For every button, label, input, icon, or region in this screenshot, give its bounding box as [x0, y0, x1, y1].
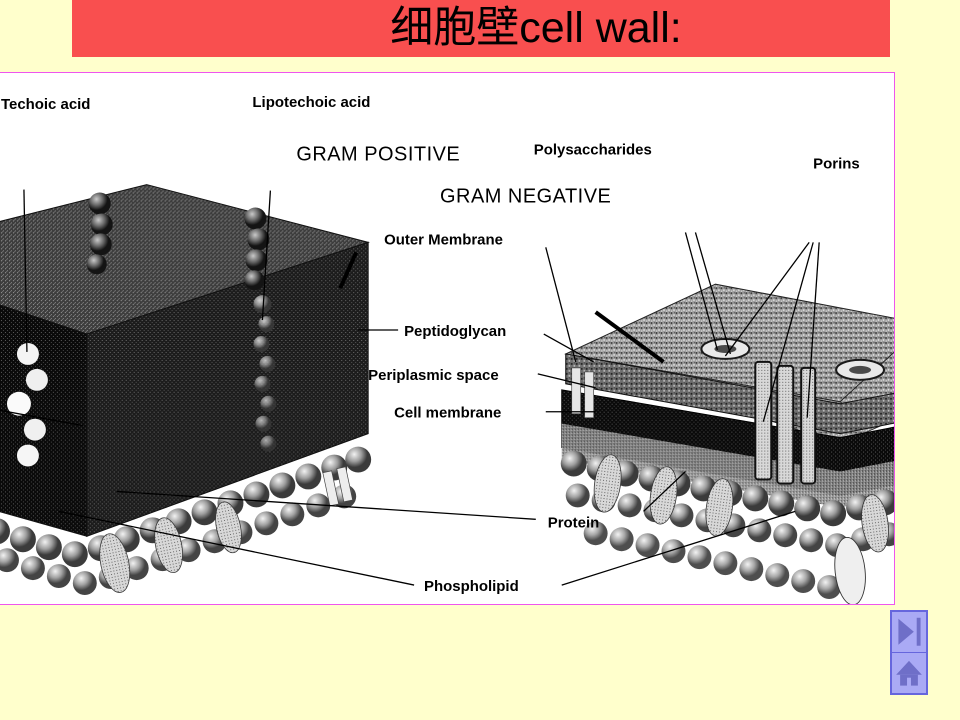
gram-positive-membrane-proteins — [99, 466, 354, 593]
home-icon — [896, 660, 922, 687]
label-outer-membrane: Outer Membrane — [384, 231, 503, 248]
gram-negative-membrane-proteins — [571, 367, 889, 604]
label-periplasmic-space: Periplasmic space — [368, 367, 498, 384]
next-slide-button[interactable] — [892, 612, 926, 653]
gram-positive-cell-membrane — [0, 446, 372, 596]
heading-gram-negative: GRAM NEGATIVE — [440, 186, 611, 208]
label-phospholipid: Phospholipid — [424, 578, 519, 595]
next-slide-icon — [898, 617, 921, 646]
diagram-label-texts: Techoic acid Lipotechoic acid GRAM POSIT… — [1, 94, 860, 595]
gram-negative-block — [560, 283, 894, 604]
gram-positive-block — [0, 184, 372, 596]
leader-lines — [0, 189, 820, 586]
lipotechoic-acid-chain — [253, 295, 277, 452]
page-title: 细胞壁cell wall: — [390, 4, 682, 52]
cell-wall-diagram-graphic: Techoic acid Lipotechoic acid GRAM POSIT… — [0, 73, 894, 604]
label-lipotechoic-acid: Lipotechoic acid — [252, 94, 370, 111]
home-button[interactable] — [892, 652, 926, 693]
techoic-acid-chains — [86, 192, 270, 291]
label-porins: Porins — [813, 156, 860, 173]
cell-wall-diagram: Techoic acid Lipotechoic acid GRAM POSIT… — [0, 72, 895, 605]
label-peptidoglycan: Peptidoglycan — [404, 323, 506, 340]
label-techoic-acid: Techoic acid — [1, 96, 90, 113]
label-polysaccharides: Polysaccharides — [534, 142, 652, 159]
porin-channels — [754, 360, 817, 485]
label-cell-membrane: Cell membrane — [394, 405, 501, 422]
slide-nav-controls — [890, 610, 928, 695]
techoic-acid-left-chain — [6, 342, 48, 467]
label-protein: Protein — [548, 514, 600, 531]
title-banner: 细胞壁cell wall: — [72, 0, 890, 57]
heading-gram-positive: GRAM POSITIVE — [296, 144, 460, 166]
gram-negative-cell-membrane — [560, 367, 894, 604]
polysaccharide-bumps — [700, 338, 886, 381]
